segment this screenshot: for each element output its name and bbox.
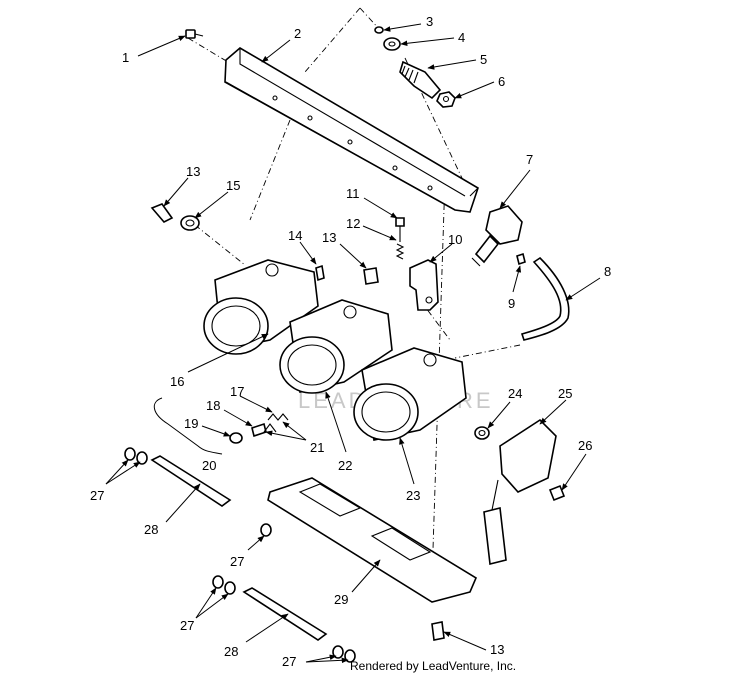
o-ring-part-27-c	[212, 575, 236, 595]
callout-26: 26	[578, 438, 592, 453]
bolt-part-11	[395, 217, 405, 242]
callout-28-b: 28	[224, 644, 238, 659]
callout-8: 8	[604, 264, 611, 279]
callout-labels: 1 2 3 4 5 6 7 8 9 10 11 12 13 13 13 14 1…	[90, 14, 611, 669]
callout-21-a: 21	[310, 440, 324, 455]
stud-part-14	[315, 264, 325, 282]
nut-part-6	[436, 91, 456, 108]
washer-part-24	[474, 426, 490, 440]
sensor-part-25	[483, 418, 557, 565]
callout-27-b: 27	[230, 554, 244, 569]
callout-24: 24	[508, 386, 522, 401]
fuel-hose-part-8	[520, 256, 570, 341]
callout-25: 25	[558, 386, 572, 401]
callout-22: 22	[338, 458, 352, 473]
mounting-plate-part-29	[267, 477, 478, 603]
spring-part-21	[263, 423, 277, 433]
clamp-part-15	[180, 215, 200, 231]
callout-6: 6	[498, 74, 505, 89]
callout-13-a: 13	[186, 164, 200, 179]
callout-1: 1	[122, 50, 129, 65]
fuel-injector-part-5	[399, 60, 442, 100]
throttle-body-part-23	[353, 347, 467, 441]
pressure-regulator-part-7	[471, 205, 523, 267]
fitting-part-13-b	[363, 267, 379, 285]
bracket-part-10	[409, 259, 439, 311]
callout-13-b: 13	[322, 230, 336, 245]
callout-29: 29	[334, 592, 348, 607]
throttle-body-part-16	[203, 259, 319, 355]
callout-19: 19	[184, 416, 198, 431]
credit-text: Rendered by LeadVenture, Inc.	[350, 659, 516, 673]
assembly-centerlines	[187, 7, 521, 581]
callout-27-c: 27	[180, 618, 194, 633]
spring-part-17	[267, 413, 289, 421]
callout-5: 5	[480, 52, 487, 67]
callout-18: 18	[206, 398, 220, 413]
leader-lines	[105, 23, 601, 664]
callout-9: 9	[508, 296, 515, 311]
callout-7: 7	[526, 152, 533, 167]
callout-17: 17	[230, 384, 244, 399]
o-ring-part-27-a	[124, 447, 148, 465]
seal-part-4	[383, 37, 401, 51]
callout-23: 23	[406, 488, 420, 503]
washer-part-19	[229, 432, 243, 444]
bolt-part-26	[548, 484, 566, 502]
callout-12: 12	[346, 216, 360, 231]
bolt-part-1	[185, 29, 204, 39]
screw-part-18	[251, 422, 267, 438]
callout-16: 16	[170, 374, 184, 389]
callout-15: 15	[226, 178, 240, 193]
throttle-body-part-22	[279, 299, 393, 394]
callout-27-d: 27	[282, 654, 296, 669]
callout-10: 10	[448, 232, 462, 247]
callout-3: 3	[426, 14, 433, 29]
o-ring-part-27-d	[332, 645, 356, 663]
callout-2: 2	[294, 26, 301, 41]
screw-part-9	[516, 252, 526, 266]
tube-part-28-a	[150, 455, 232, 507]
callout-14: 14	[288, 228, 302, 243]
o-ring-part-27-b	[260, 523, 272, 537]
tube-part-28-b	[242, 587, 328, 641]
callout-27-a: 27	[90, 488, 104, 503]
spring-part-12	[395, 243, 405, 260]
fitting-part-13-c	[431, 621, 445, 641]
callout-11: 11	[346, 186, 360, 201]
callout-4: 4	[458, 30, 465, 45]
callout-13-c: 13	[490, 642, 504, 657]
callout-20: 20	[202, 458, 216, 473]
o-ring-part-3	[374, 26, 384, 34]
callout-28-a: 28	[144, 522, 158, 537]
fuel-rail	[224, 47, 479, 213]
fitting-part-13-a	[150, 203, 174, 223]
